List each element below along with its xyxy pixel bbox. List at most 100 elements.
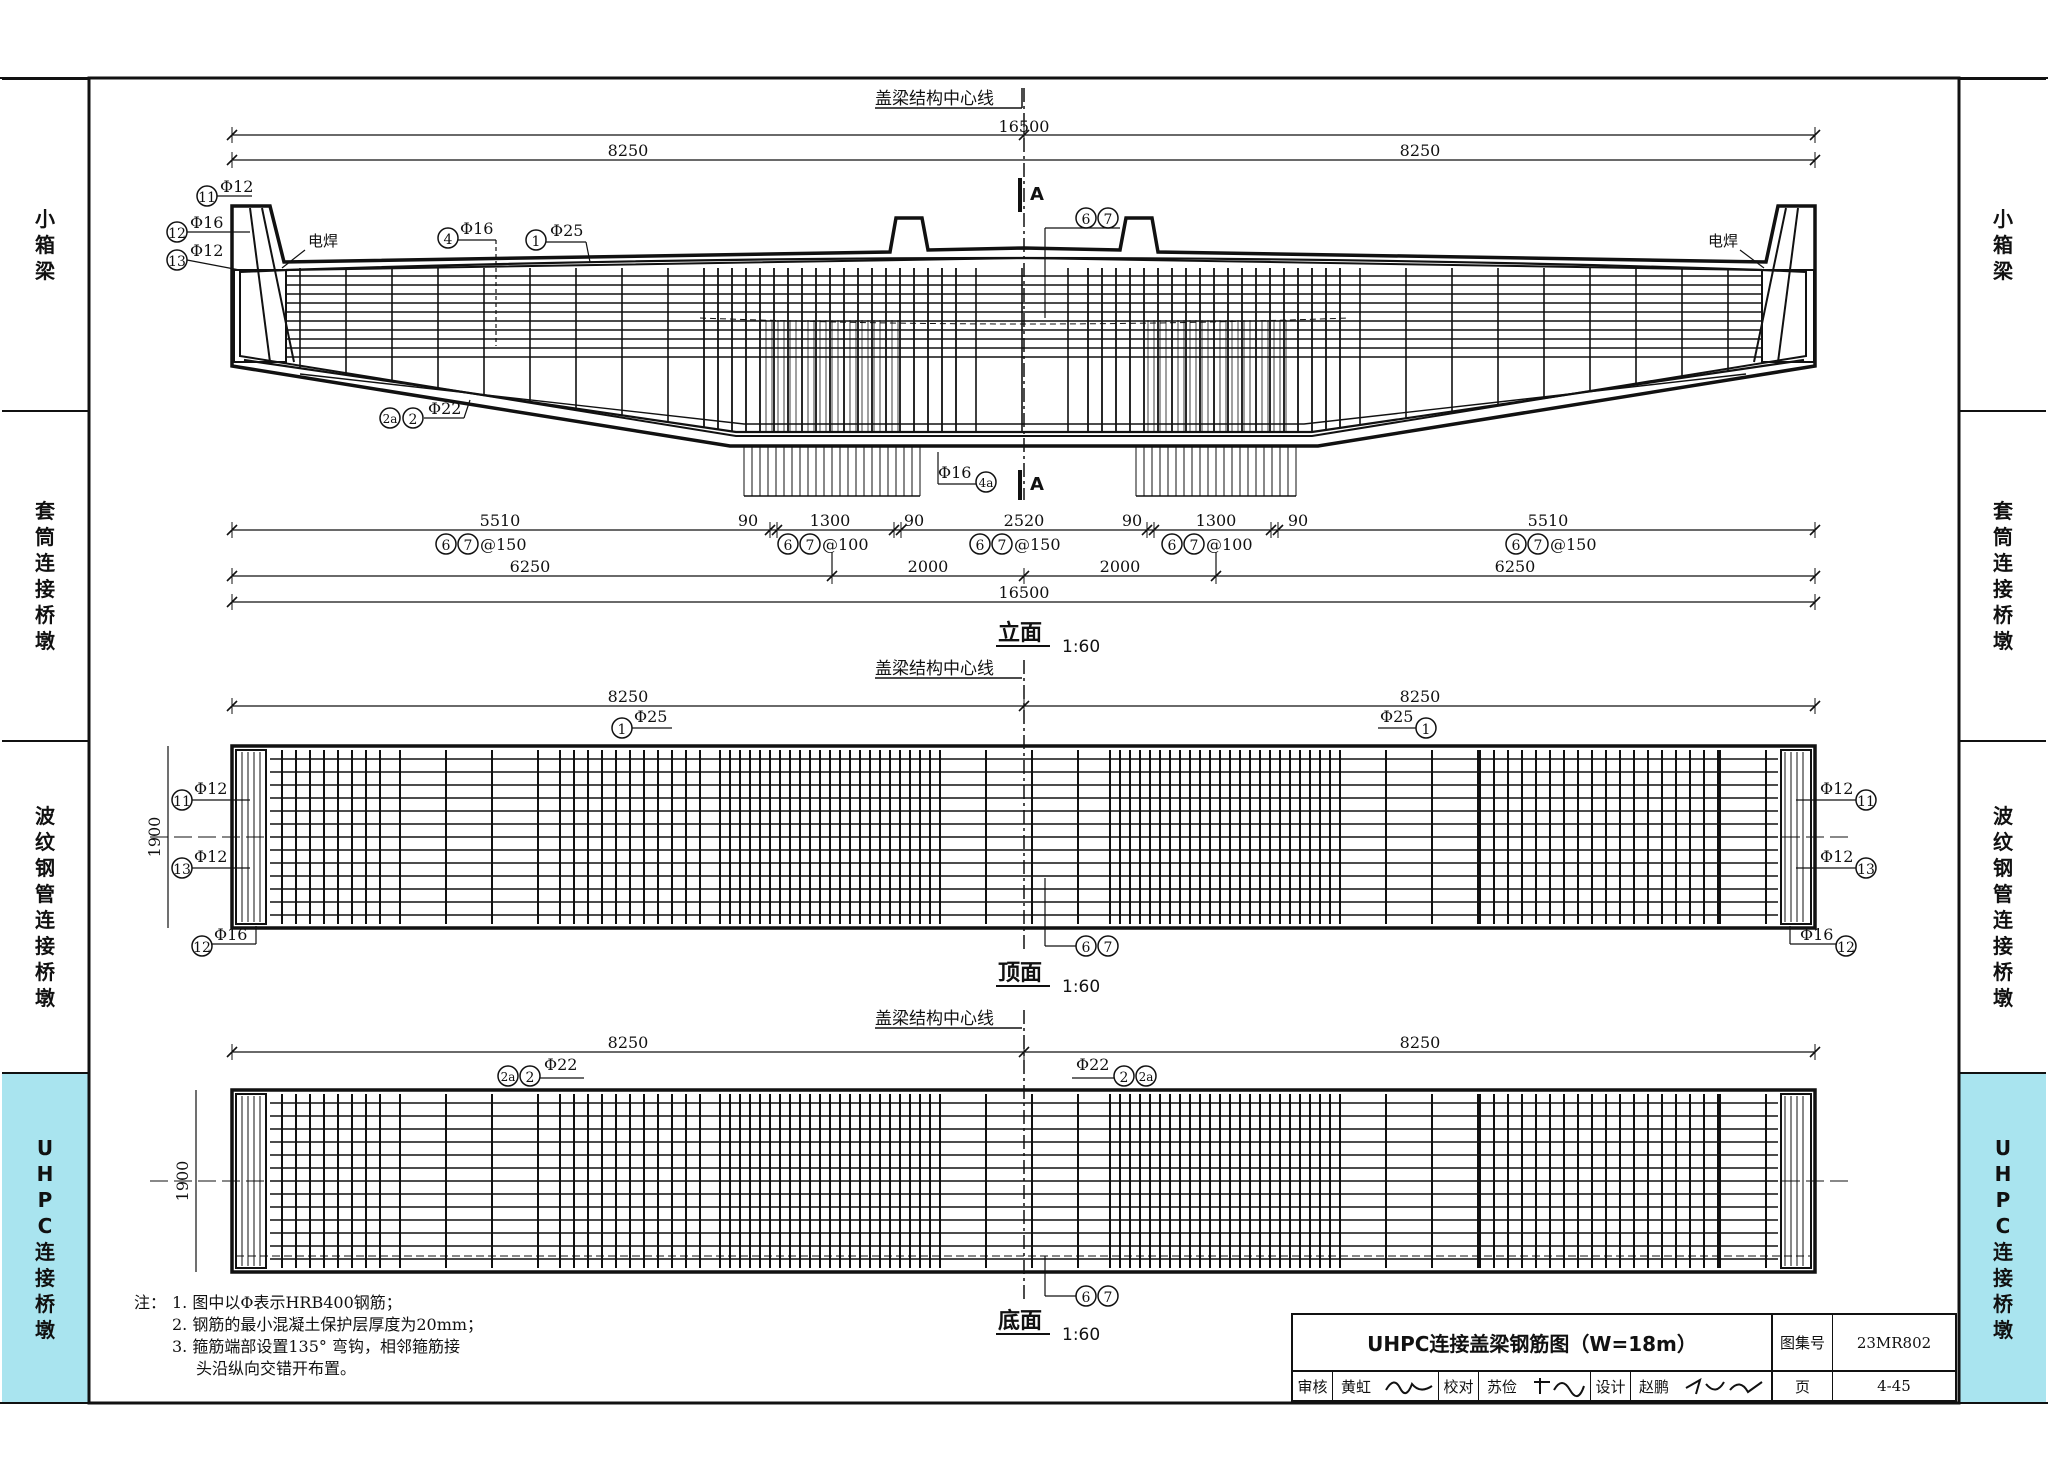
bottom-rebar-grid <box>150 1093 1850 1269</box>
section-mark-bottom: A <box>1030 474 1044 495</box>
check-label: 校对 <box>1439 1372 1479 1400</box>
stirrup-spacing: @100 <box>822 535 869 554</box>
half-width-dim: 8250 <box>608 141 649 160</box>
side-tab-char: 纹 <box>1993 830 2013 854</box>
designer-name: 赵鹏 <box>1638 1377 1669 1396</box>
side-tab: 套筒连接桥墩 <box>2 410 88 740</box>
arch-dashed-line <box>699 317 1349 325</box>
side-tab-char: 套 <box>1993 499 2013 523</box>
svg-text:6: 6 <box>1082 940 1091 956</box>
svg-text:Φ12: Φ12 <box>194 779 227 798</box>
title-block: UHPC连接盖梁钢筋图（W=18m） 图集号 23MR802 审核 黄虹 校对 … <box>1291 1313 1957 1402</box>
drawing-title: UHPC连接盖梁钢筋图（W=18m） <box>1293 1315 1773 1372</box>
svg-text:12: 12 <box>193 940 211 956</box>
side-tab-char: 桥 <box>35 1291 55 1316</box>
side-tab-char: 墩 <box>1993 986 2013 1010</box>
half-width-dim: 8250 <box>1400 1033 1441 1052</box>
side-tab-char: 连 <box>35 908 55 932</box>
side-tab-char: P <box>1995 1187 2011 1212</box>
callout-number: 7 <box>806 538 815 554</box>
callout-bot-bar-67: 6 7 <box>1044 1256 1119 1307</box>
svg-text:11: 11 <box>1857 794 1875 810</box>
svg-text:Φ25: Φ25 <box>550 221 583 240</box>
side-tab-char: 波 <box>1993 804 2013 828</box>
side-tab-char: 箱 <box>1993 233 2013 257</box>
callout-number: 6 <box>1168 538 1177 554</box>
stirrup-spacing: @150 <box>1550 535 1597 554</box>
callout-top-bar-13-left: 13 Φ12 <box>171 847 250 879</box>
side-tab-char: 连 <box>1993 1239 2013 1264</box>
stirrup-spacing: @100 <box>1206 535 1253 554</box>
side-tab-char: 接 <box>35 1265 55 1290</box>
side-tab-char: 波 <box>35 804 55 828</box>
view-title-top: 顶面 <box>998 961 1042 986</box>
svg-text:6: 6 <box>1082 212 1091 228</box>
svg-text:Φ12: Φ12 <box>1820 779 1853 798</box>
side-tab-char: 桥 <box>1993 1291 2013 1316</box>
stirrups <box>299 268 1729 432</box>
callout-circle <box>1161 533 1183 555</box>
view-scale-top: 1:60 <box>1062 977 1100 997</box>
svg-text:11: 11 <box>173 794 191 810</box>
dim-value: 1300 <box>810 511 851 530</box>
callout-top-bar-12-left: 12 Φ16 <box>191 925 257 957</box>
side-tab-char: 墩 <box>1993 629 2013 653</box>
weld-label-left: 电焊 <box>308 232 338 250</box>
side-tab-char: 连 <box>1993 908 2013 932</box>
note-item: 头沿纵向交错开布置。 <box>196 1359 357 1378</box>
page-number: 4-45 <box>1877 1377 1911 1395</box>
svg-text:Φ22: Φ22 <box>428 399 461 418</box>
side-tab-char: 钢 <box>1993 856 2013 880</box>
callout-circle <box>1183 533 1205 555</box>
dim-value: 90 <box>904 511 924 530</box>
atlas-label: 图集号 <box>1773 1315 1833 1372</box>
callout-number: 6 <box>442 538 451 554</box>
inner-frame <box>87 76 1961 1405</box>
svg-text:12: 12 <box>1837 940 1855 956</box>
callout-circle <box>799 533 821 555</box>
side-tab-char: 接 <box>1993 934 2013 958</box>
side-tab-char: 箱 <box>35 233 55 257</box>
stirrup-spacing: @150 <box>1014 535 1061 554</box>
callout-number: 7 <box>464 538 473 554</box>
side-tab-char: 桥 <box>35 603 55 627</box>
dim-value: 5510 <box>1528 511 1569 530</box>
side-tab-char: 桥 <box>35 960 55 984</box>
side-tab-char: 纹 <box>35 830 55 854</box>
callout-bar-1: 1 Φ25 <box>525 221 591 263</box>
callout-circle <box>1505 533 1527 555</box>
svg-text:Φ12: Φ12 <box>1820 847 1853 866</box>
side-tab-char: 桥 <box>1993 603 2013 627</box>
svg-text:Φ16: Φ16 <box>190 213 223 232</box>
callout-top-bar-12-right: Φ16 12 <box>1789 925 1857 957</box>
dim-value: 5510 <box>480 511 521 530</box>
checker-name: 苏俭 <box>1486 1377 1517 1396</box>
svg-text:Φ25: Φ25 <box>1380 707 1413 726</box>
view-scale-bottom: 1:60 <box>1062 1325 1100 1345</box>
centerline-label: 盖梁结构中心线 <box>875 659 994 679</box>
side-tab: 套筒连接桥墩 <box>1960 410 2046 740</box>
callout-number: 6 <box>1512 538 1521 554</box>
callout-circle <box>969 533 991 555</box>
svg-text:7: 7 <box>1104 1290 1113 1306</box>
side-tab-char: 梁 <box>35 259 55 283</box>
centerline-label: 盖梁结构中心线 <box>875 1009 994 1029</box>
callout-number: 6 <box>976 538 985 554</box>
callout-bar-2a-2: 2a 2 Φ22 <box>379 399 471 429</box>
notes-label: 注： <box>134 1293 167 1312</box>
callout-circle <box>991 533 1013 555</box>
design-label: 设计 <box>1591 1372 1631 1400</box>
svg-text:Φ16: Φ16 <box>938 463 971 482</box>
longitudinal-bars <box>243 256 1805 434</box>
half-width-dim: 8250 <box>1400 687 1441 706</box>
dim-value: 90 <box>1122 511 1142 530</box>
svg-text:Φ22: Φ22 <box>1076 1055 1109 1074</box>
side-tab-char: U <box>1994 1135 2012 1160</box>
dim-value: 2520 <box>1004 511 1045 530</box>
svg-text:1: 1 <box>618 722 627 738</box>
dim-value: 1300 <box>1196 511 1237 530</box>
callout-top-bar-11-right: Φ12 11 <box>1796 779 1877 811</box>
weld-leader <box>1739 249 1765 269</box>
review-label: 审核 <box>1293 1372 1333 1400</box>
side-tab-char: 小 <box>1993 207 2013 231</box>
